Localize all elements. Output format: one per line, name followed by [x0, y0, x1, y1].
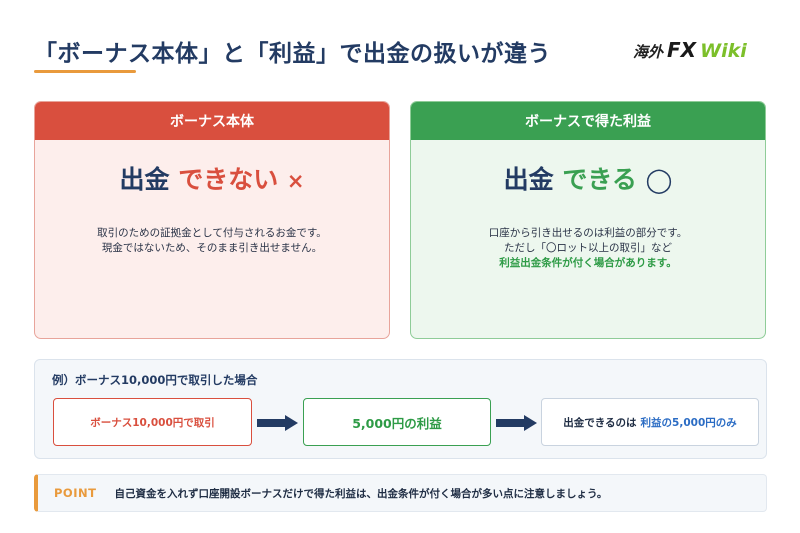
logo-fx-text: FX [667, 38, 697, 62]
desc-line-highlight: 利益出金条件が付く場合があります。 [499, 257, 677, 269]
bonus-body-status: 出金 できない × [35, 160, 389, 196]
desc-line: 取引のための証拠金として付与されるお金です。 [97, 227, 327, 239]
example-title: 例）ボーナス10,000円で取引した場合 [52, 373, 258, 387]
bonus-body-description: 取引のための証拠金として付与されるお金です。 現金ではないため、そのまま引き出せ… [35, 226, 389, 256]
withdraw-prefix: 出金できるのは [563, 416, 637, 429]
status-value-cannot: できない [178, 165, 279, 194]
point-text: 自己資金を入れず口座開設ボーナスだけで得た利益は、出金条件が付く場合が多い点に注… [114, 487, 608, 500]
desc-line: ただし「〇ロット以上の取引」など [504, 242, 672, 254]
desc-line: 現金ではないため、そのまま引き出せません。 [101, 242, 323, 254]
title-underline [34, 70, 136, 73]
bonus-profit-description: 口座から引き出せるのは利益の部分です。 ただし「〇ロット以上の取引」など 利益出… [411, 226, 765, 271]
example-step-trade: ボーナス10,000円で取引 [53, 398, 252, 446]
cross-icon: × [286, 169, 305, 193]
logo-wiki-text: Wiki [700, 40, 747, 62]
right-arrow-icon [496, 415, 537, 431]
right-arrow-icon [257, 415, 298, 431]
circle-icon: ◯ [645, 166, 673, 194]
example-step-profit: 5,000円の利益 [303, 398, 491, 446]
example-panel: 例）ボーナス10,000円で取引した場合 ボーナス10,000円で取引 5,00… [34, 359, 767, 459]
bonus-profit-status: 出金 できる ◯ [411, 160, 765, 196]
status-word: 出金 [503, 165, 554, 194]
bonus-profit-card-header: ボーナスで得た利益 [411, 102, 765, 140]
status-word: 出金 [119, 165, 170, 194]
point-note: POINT 自己資金を入れず口座開設ボーナスだけで得た利益は、出金条件が付く場合… [34, 474, 767, 512]
bonus-body-card: ボーナス本体 出金 できない × 取引のための証拠金として付与されるお金です。 … [34, 101, 390, 339]
bonus-body-card-header: ボーナス本体 [35, 102, 389, 140]
status-value-can: できる [562, 165, 637, 194]
page-title: 「ボーナス本体」と「利益」で出金の扱いが違う [34, 41, 551, 67]
withdraw-highlight: 利益の5,000円のみ [640, 416, 737, 429]
site-logo[interactable]: 海外 FX Wiki [633, 38, 747, 62]
bonus-profit-card: ボーナスで得た利益 出金 できる ◯ 口座から引き出せるのは利益の部分です。 た… [410, 101, 766, 339]
example-step-withdraw: 出金できるのは 利益の5,000円のみ [541, 398, 759, 446]
point-label: POINT [54, 486, 97, 500]
desc-line: 口座から引き出せるのは利益の部分です。 [488, 227, 688, 239]
logo-kaigai-text: 海外 [633, 43, 664, 61]
